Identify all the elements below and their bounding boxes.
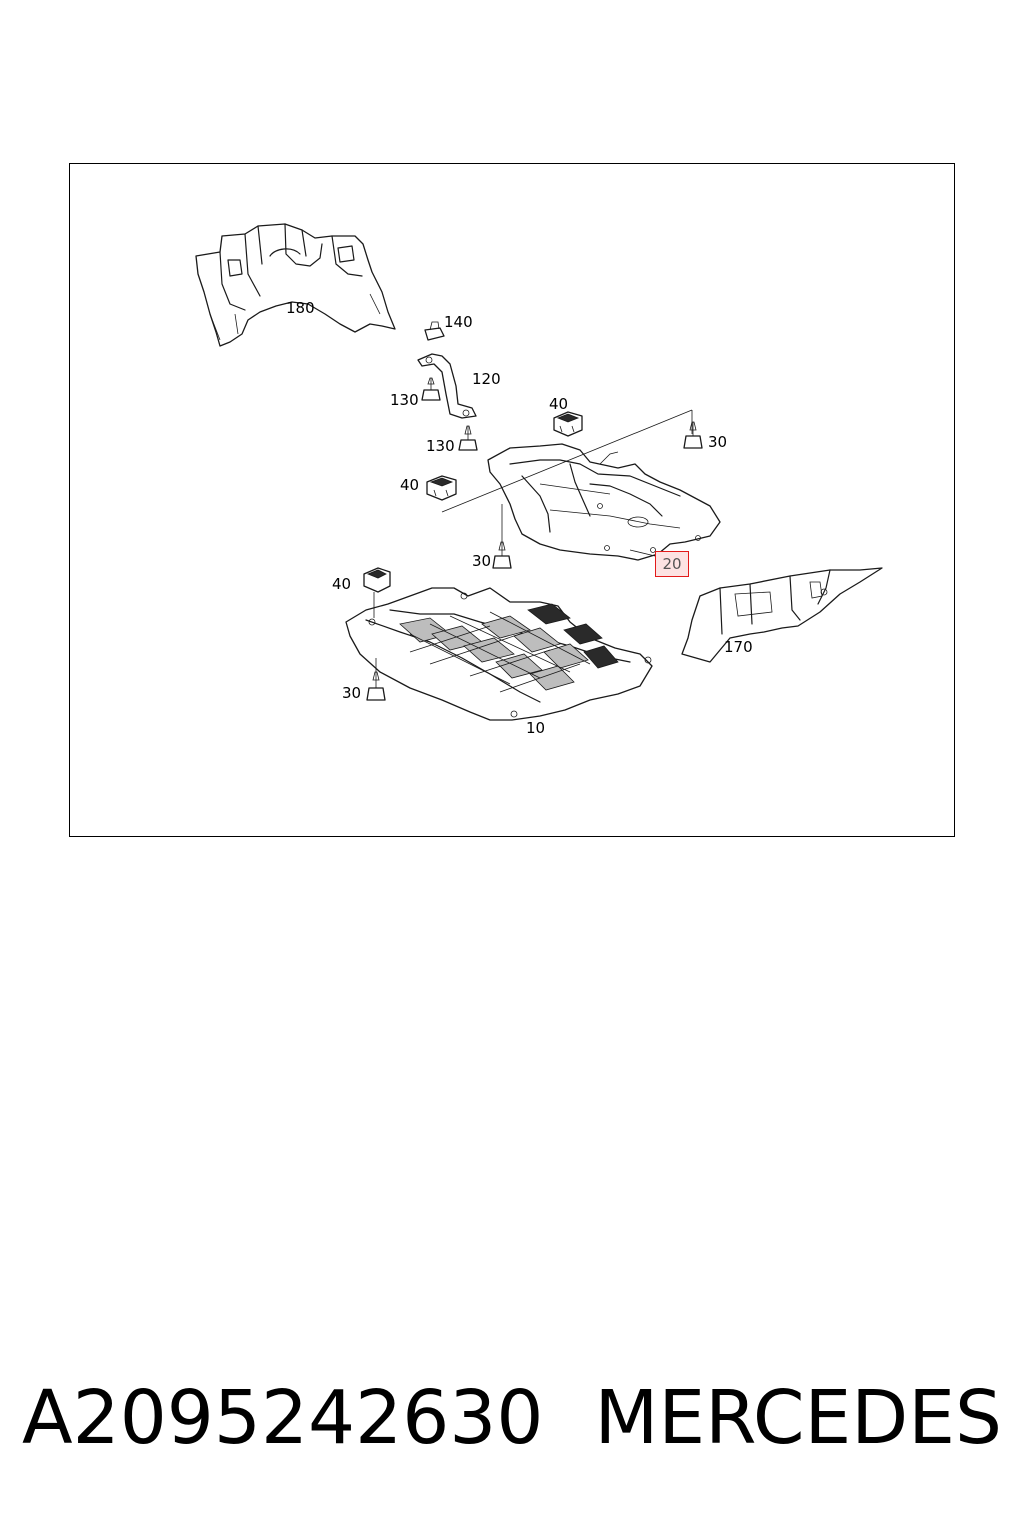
screw-130-upper	[421, 377, 441, 401]
callout-10[interactable]: 10	[526, 719, 546, 737]
part-180-shield	[195, 223, 396, 347]
screw-30-right	[683, 421, 703, 449]
callout-30-lower[interactable]: 30	[342, 684, 362, 702]
callout-40-lower[interactable]: 40	[332, 575, 352, 593]
callout-40-left[interactable]: 40	[400, 476, 420, 494]
callout-130-upper[interactable]: 130	[390, 391, 419, 409]
callout-40-upper[interactable]: 40	[549, 395, 569, 413]
screw-130-lower	[458, 425, 478, 451]
callout-170[interactable]: 170	[724, 638, 753, 656]
part-120-bracket	[417, 353, 477, 419]
screw-30-lower	[366, 658, 386, 701]
callout-20: 20	[662, 555, 682, 573]
clip-40-left	[426, 475, 457, 501]
callout-120[interactable]: 120	[472, 370, 501, 388]
part-10-grid-pattern	[399, 603, 619, 693]
callout-30-right[interactable]: 30	[708, 433, 728, 451]
callout-130-lower[interactable]: 130	[426, 437, 455, 455]
brand-text: MERCEDES	[594, 1375, 1002, 1461]
part-number-text: A2095242630	[22, 1375, 544, 1461]
caption-bar: A2095242630 MERCEDES	[0, 1378, 1024, 1458]
exploded-view-drawing	[195, 223, 883, 721]
screw-30-center	[492, 541, 512, 569]
callout-140[interactable]: 140	[444, 313, 473, 331]
parts-diagram: 180 140 120 130 130 40 30 40 30 20 40 17…	[69, 163, 955, 837]
clip-40-upper	[553, 411, 583, 437]
part-140-clip	[424, 321, 445, 341]
part-10-underbody-shield	[345, 587, 653, 721]
callout-180[interactable]: 180	[286, 299, 315, 317]
clip-40-lower	[363, 567, 391, 618]
part-20-underbody-panel	[487, 443, 721, 561]
callout-20-highlight[interactable]: 20	[655, 551, 689, 577]
part-170-side-shield	[681, 567, 883, 663]
callout-30-center[interactable]: 30	[472, 552, 492, 570]
